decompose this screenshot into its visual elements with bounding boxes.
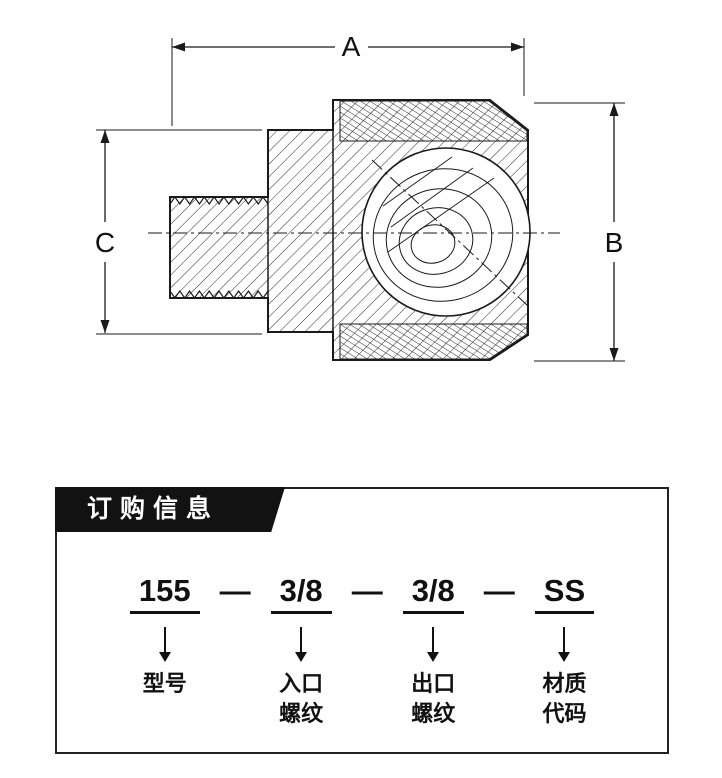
code-separator: — — [219, 573, 251, 608]
dimension-a: A — [171, 31, 525, 126]
arrow-line — [300, 626, 303, 652]
ordering-code-row: 155 型号 — 3/8 入口 螺纹 — 3/8 出口 螺纹 — — [57, 573, 667, 730]
code-separator: — — [483, 573, 515, 608]
model-label: 型号 — [142, 670, 187, 696]
arrow-head — [295, 651, 308, 662]
material-code-value: SS — [534, 574, 595, 614]
order-part-outlet-thread: 3/8 出口 螺纹 — [402, 574, 464, 730]
female-thread-bottom — [339, 323, 528, 360]
down-arrow-icon — [558, 626, 571, 662]
outlet-thread-label: 出口 螺纹 — [411, 670, 456, 727]
ordering-title-tab: 订购信息 — [55, 487, 285, 532]
arrow-head — [558, 651, 571, 662]
arrow-line — [432, 626, 435, 652]
ordering-title: 订购信息 — [87, 495, 220, 523]
arrow-head — [427, 651, 440, 662]
down-arrow-icon — [295, 626, 308, 662]
dimension-b: B — [534, 102, 625, 362]
dimension-c: C — [95, 129, 262, 335]
order-part-inlet-thread: 3/8 入口 螺纹 — [270, 574, 332, 730]
order-part-material: SS 材质 代码 — [534, 574, 595, 730]
material-code-label: 材质 代码 — [542, 670, 587, 727]
dim-c-label: C — [95, 227, 115, 258]
dim-a-label: A — [342, 31, 361, 62]
dim-b-label: B — [605, 227, 624, 258]
code-separator: — — [351, 573, 383, 608]
male-thread-bottom — [169, 289, 269, 300]
inlet-thread-value: 3/8 — [270, 574, 332, 614]
fitting-drawing-area: A C B — [95, 31, 625, 362]
arrow-head — [158, 651, 171, 662]
fitting-section-drawing: A C B — [95, 31, 625, 362]
centerlines — [148, 159, 560, 307]
ordering-info-box: 订购信息 155 型号 — 3/8 入口 螺纹 — 3/8 — [55, 487, 669, 754]
arrow-line — [563, 626, 566, 652]
outlet-thread-value: 3/8 — [402, 574, 464, 614]
down-arrow-icon — [158, 626, 171, 662]
arrow-line — [163, 626, 166, 652]
inlet-thread-label: 入口 螺纹 — [279, 670, 324, 727]
male-thread-top — [169, 195, 269, 206]
down-arrow-icon — [427, 626, 440, 662]
order-part-model: 155 型号 — [129, 574, 200, 699]
female-thread-top — [339, 100, 528, 142]
model-code-value: 155 — [129, 574, 200, 614]
